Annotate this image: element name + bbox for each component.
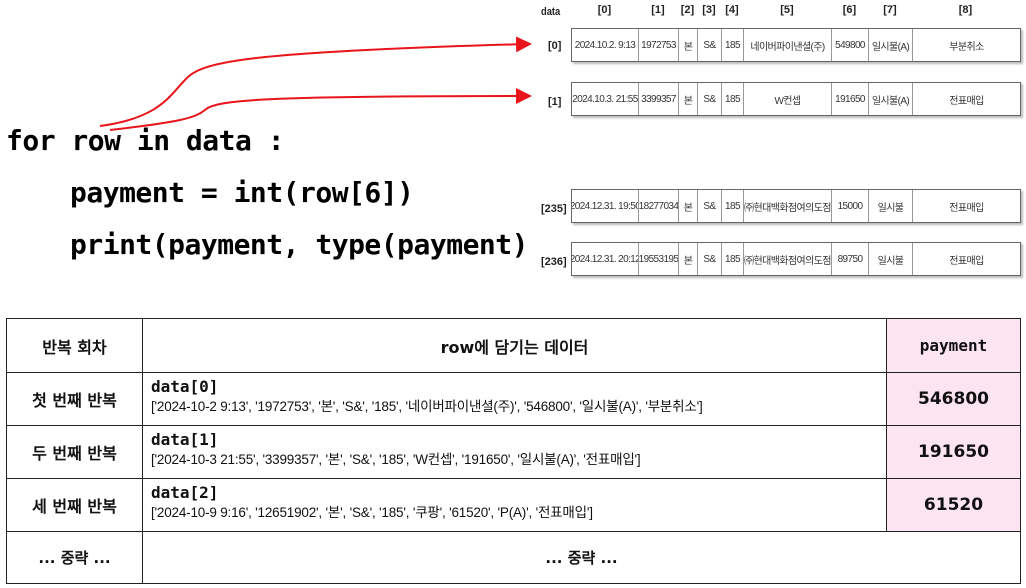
diagram-cell: 본: [679, 243, 698, 275]
diagram-row-label: [0]: [548, 40, 562, 52]
column-header: [7]: [883, 4, 897, 16]
diagram-cell: 일시불(A): [869, 83, 913, 115]
payment-value: 191650: [886, 425, 1021, 479]
diagram-cell: 185: [722, 29, 744, 61]
diagram-cell: 191650: [832, 83, 869, 115]
code-line-print: print(payment, type(payment): [70, 228, 529, 261]
diagram-cell: S&: [698, 83, 722, 115]
diagram-cell: 1972753: [639, 29, 679, 61]
diagram-cell: 전표매입: [949, 202, 984, 214]
column-header: [4]: [725, 4, 739, 16]
diagram-cell: 본: [679, 190, 698, 222]
diagram-cell: 2024.10.3. 21:55: [572, 83, 639, 115]
row-data-cell: data[0] ['2024-10-2 9:13', '1972753', '본…: [142, 372, 887, 426]
arrow-to-row-0: [99, 36, 532, 127]
row-values: ['2024-10-2 9:13', '1972753', '본', 'S&',…: [151, 399, 703, 414]
payment-value: 61520: [886, 478, 1021, 532]
diagram-cell: W컨셉: [744, 83, 832, 115]
iteration-label: 세 번째 반복: [6, 478, 143, 532]
header-iteration: 반복 회차: [6, 318, 143, 373]
diagram-cell: ㈜현대백화점여의도점: [744, 243, 832, 275]
header-row-data: row에 담기는 데이터: [142, 318, 887, 373]
diagram-cell: 185: [722, 83, 744, 115]
table-row: 두 번째 반복 data[1] ['2024-10-3 21:55', '339…: [6, 425, 1021, 479]
diagram-row-label: [1]: [548, 96, 562, 108]
table-header-row: 반복 회차 row에 담기는 데이터 payment: [6, 318, 1021, 373]
diagram-cell: 일시불: [869, 243, 913, 275]
diagram-cell: 전표매입: [949, 255, 984, 267]
diagram-cell: S&: [698, 190, 722, 222]
row-values: ['2024-10-3 21:55', '3399357', '본', 'S&'…: [151, 452, 641, 467]
table-row: 세 번째 반복 data[2] ['2024-10-9 9:16', '1265…: [6, 478, 1021, 532]
diagram-cell: 전표매입: [949, 95, 984, 107]
diagram-cell: 89750: [832, 243, 869, 275]
diagram-title: data: [541, 6, 561, 18]
diagram-cell: 3399357: [639, 83, 679, 115]
diagram-cell: 일시불(A): [869, 29, 913, 61]
diagram-cell: 2024.12.31. 20:12: [572, 243, 639, 275]
row-values: ['2024-10-9 9:16', '12651902', '본', 'S&'…: [151, 505, 593, 520]
row-data-cell: data[1] ['2024-10-3 21:55', '3399357', '…: [142, 425, 887, 479]
payment-value: 546800: [886, 372, 1021, 426]
diagram-cell: 2024.10.2. 9:13: [572, 29, 639, 61]
column-header: [0]: [597, 4, 612, 16]
diagram-cell: 549800: [832, 29, 869, 61]
diagram-cell: 19553195: [639, 243, 679, 275]
diagram-cell: ㈜현대백화점여의도점: [744, 190, 832, 222]
row-name: data[1]: [151, 430, 219, 449]
column-header: [6]: [842, 4, 857, 16]
code-line-assign: payment = int(row[6]): [70, 176, 414, 209]
row-name: data[0]: [151, 377, 219, 396]
diagram-cell: 2024.12.31. 19:50: [572, 190, 639, 222]
diagram-cell: 185: [722, 190, 744, 222]
column-header: [3]: [702, 4, 716, 16]
row-name: data[2]: [151, 483, 219, 502]
diagram-cell: 18277034: [639, 190, 679, 222]
row-data-cell: data[2] ['2024-10-9 9:16', '12651902', '…: [142, 478, 887, 532]
column-header: [5]: [780, 4, 794, 16]
diagram-row-label: [236]: [541, 256, 567, 268]
column-header: [2]: [680, 4, 695, 16]
diagram-cell: 일시불: [869, 190, 913, 222]
diagram-cell: 15000: [832, 190, 869, 222]
ellipsis-left: ... 중략 ...: [6, 531, 143, 584]
ellipsis-right: ... 중략 ...: [142, 531, 1021, 584]
diagram-cell: 본: [679, 29, 698, 61]
diagram-cell: S&: [698, 29, 722, 61]
column-header: [1]: [651, 4, 665, 16]
header-payment: payment: [886, 318, 1021, 373]
diagram-cell: 185: [722, 243, 744, 275]
iteration-label: 첫 번째 반복: [6, 372, 143, 426]
iteration-label: 두 번째 반복: [6, 425, 143, 479]
column-header: [8]: [958, 4, 973, 16]
table-row-ellipsis: ... 중략 ... ... 중략 ...: [6, 531, 1021, 584]
iteration-table: 반복 회차 row에 담기는 데이터 payment 첫 번째 반복 data[…: [6, 318, 1021, 584]
code-line-for: for row in data :: [6, 124, 285, 157]
diagram-row-label: [235]: [541, 203, 567, 215]
table-row: 첫 번째 반복 data[0] ['2024-10-2 9:13', '1972…: [6, 372, 1021, 426]
diagram-cell: 본: [679, 83, 698, 115]
diagram-cell: S&: [698, 243, 722, 275]
diagram-cell: 네이버파이낸셜(주): [744, 29, 832, 61]
diagram-cell: 부분취소: [949, 41, 984, 53]
